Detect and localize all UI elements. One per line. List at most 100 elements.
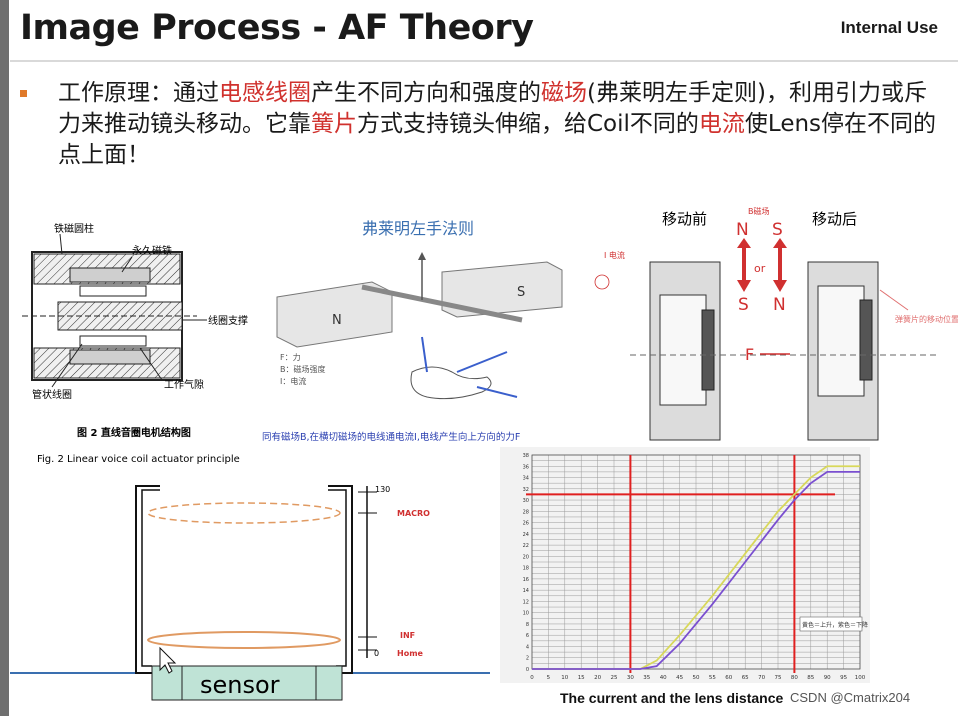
- fleming-title: 弗莱明左手法则: [362, 219, 474, 238]
- y-tick-label: 38: [523, 453, 529, 459]
- y-tick-label: 30: [523, 498, 529, 504]
- magnet-s-block: [441, 261, 563, 318]
- coil-top: [79, 285, 147, 297]
- description-segment: 方式支持镜头伸缩，给Coil不同的: [357, 111, 699, 137]
- chart-markers: [526, 455, 835, 673]
- label-force: F: [745, 345, 754, 364]
- x-tick-label: 30: [627, 675, 634, 681]
- label-after: 移动后: [812, 210, 857, 228]
- label-magnet: 永久磁铁: [132, 244, 172, 257]
- sensor-box: [151, 665, 343, 701]
- label-current: I 电流: [604, 250, 625, 260]
- leader-gap: [139, 347, 163, 381]
- lens-inf: [147, 631, 341, 649]
- fleming-caption: 同有磁场B,在横切磁场的电线通电流I,电线产生向上方向的力F: [262, 431, 520, 443]
- y-tick-label: 32: [523, 487, 529, 493]
- chart-note: 黄色＝上升，紫色＝下降: [802, 621, 868, 629]
- x-tick-label: 25: [611, 675, 618, 681]
- coil-bottom: [79, 335, 147, 347]
- y-tick-label: 10: [523, 611, 529, 617]
- highlight-term: 电感线圈: [219, 80, 311, 106]
- hand-arrow-up: [421, 336, 428, 373]
- y-tick-label: 8: [526, 622, 529, 628]
- chart-grid: [531, 454, 861, 670]
- motor-structure-figure: 铁磁圆柱 永久磁铁 线圈支撑 管状线圈 工作气隙 图 2 直线音圈电机结构图 F…: [22, 222, 248, 465]
- pole-s: S: [517, 285, 525, 300]
- x-tick-label: 55: [709, 675, 716, 681]
- label-zero: 0: [374, 649, 379, 658]
- chart-series: [532, 465, 860, 670]
- y-tick-label: 6: [526, 633, 529, 639]
- x-tick-label: 100: [855, 675, 866, 681]
- barrel-right-inner: [328, 489, 347, 667]
- magnet-bottom: [69, 349, 151, 365]
- x-tick-label: 40: [660, 675, 667, 681]
- description-segment: 工作原理：通过: [58, 80, 219, 106]
- current-symbol: [594, 274, 610, 290]
- barrel-left: [135, 485, 160, 674]
- magnet-top: [69, 267, 151, 283]
- pole-n: N: [332, 313, 342, 328]
- barrel-left-inner: [141, 489, 160, 667]
- barrel-right: [328, 485, 353, 674]
- label-b-field: B磁场: [748, 206, 770, 216]
- left-hand-drawing: [410, 366, 492, 400]
- chart-note-box: [799, 616, 863, 632]
- leader-yoke: [59, 233, 63, 255]
- label-top-value: 130: [375, 485, 390, 494]
- x-tick-label: 10: [561, 675, 568, 681]
- chart-caption: The current and the lens distance: [560, 690, 784, 706]
- x-tick-label: 5: [547, 675, 551, 681]
- sensor-label: sensor: [200, 671, 280, 699]
- fleming-legend-b: B：磁场强度: [280, 364, 326, 374]
- y-tick-label: 14: [523, 588, 529, 594]
- x-tick-label: 20: [594, 675, 601, 681]
- y-tick-label: 36: [523, 464, 529, 470]
- actuator-after-coil: [859, 299, 873, 381]
- x-tick-label: 80: [791, 675, 798, 681]
- leader-magnet: [121, 256, 133, 273]
- description-segment: (弗莱明左手定则)，利用引力或斥力来推动镜头移动。它靠: [58, 80, 927, 137]
- y-tick-label: 26: [523, 521, 529, 527]
- y-tick-label: 12: [523, 599, 529, 605]
- series-line: [532, 470, 860, 670]
- hand-arrow-right: [456, 351, 508, 373]
- x-tick-label: 70: [758, 675, 765, 681]
- fleming-rule-figure: 弗莱明左手法则 N S F：力 B：磁场强度 I：电流 同有磁场B,在横切磁场的…: [262, 219, 563, 443]
- x-tick-label: 45: [676, 675, 683, 681]
- y-tick-label: 2: [526, 656, 529, 662]
- title-divider: [10, 60, 958, 62]
- description-segment: 使Lens停在不同的点上面！: [58, 111, 937, 168]
- page-title: Image Process - AF Theory: [20, 8, 534, 48]
- arrow-right-tail: [773, 238, 787, 248]
- arrow-left-head: [737, 280, 751, 292]
- arrow-left-tail: [737, 238, 751, 248]
- label-yoke: 铁磁圆柱: [54, 222, 94, 235]
- highlight-term: 电流: [698, 111, 745, 137]
- lens-macro: [147, 502, 341, 524]
- fleming-legend-f: F：力: [280, 352, 301, 362]
- magnet-n-block: [276, 281, 393, 348]
- x-tick-label: 0: [530, 675, 534, 681]
- x-tick-label: 50: [693, 675, 700, 681]
- label-inf: INF: [400, 631, 415, 640]
- pole-n-right: N: [773, 295, 786, 315]
- plot-border: [531, 454, 861, 670]
- y-tick-label: 34: [523, 476, 529, 482]
- label-air-gap: 工作气隙: [164, 378, 204, 391]
- y-tick-label: 18: [523, 566, 529, 572]
- pole-s-right: S: [772, 220, 783, 240]
- spring-note: 弹簧片的移动位置: [895, 314, 958, 324]
- highlight-term: 磁场: [541, 80, 587, 106]
- x-tick-label: 95: [840, 675, 847, 681]
- movement-figure: 移动前 移动后 B磁场 N S or S N I 电流 F 弹簧片的移动位置: [594, 206, 958, 441]
- spring-leader: [879, 289, 909, 311]
- y-tick-label: 22: [523, 543, 529, 549]
- left-edge-bar: [0, 0, 9, 716]
- label-or: or: [754, 262, 766, 275]
- actuator-before-inner: [659, 294, 707, 406]
- force-arrowhead: [418, 252, 426, 260]
